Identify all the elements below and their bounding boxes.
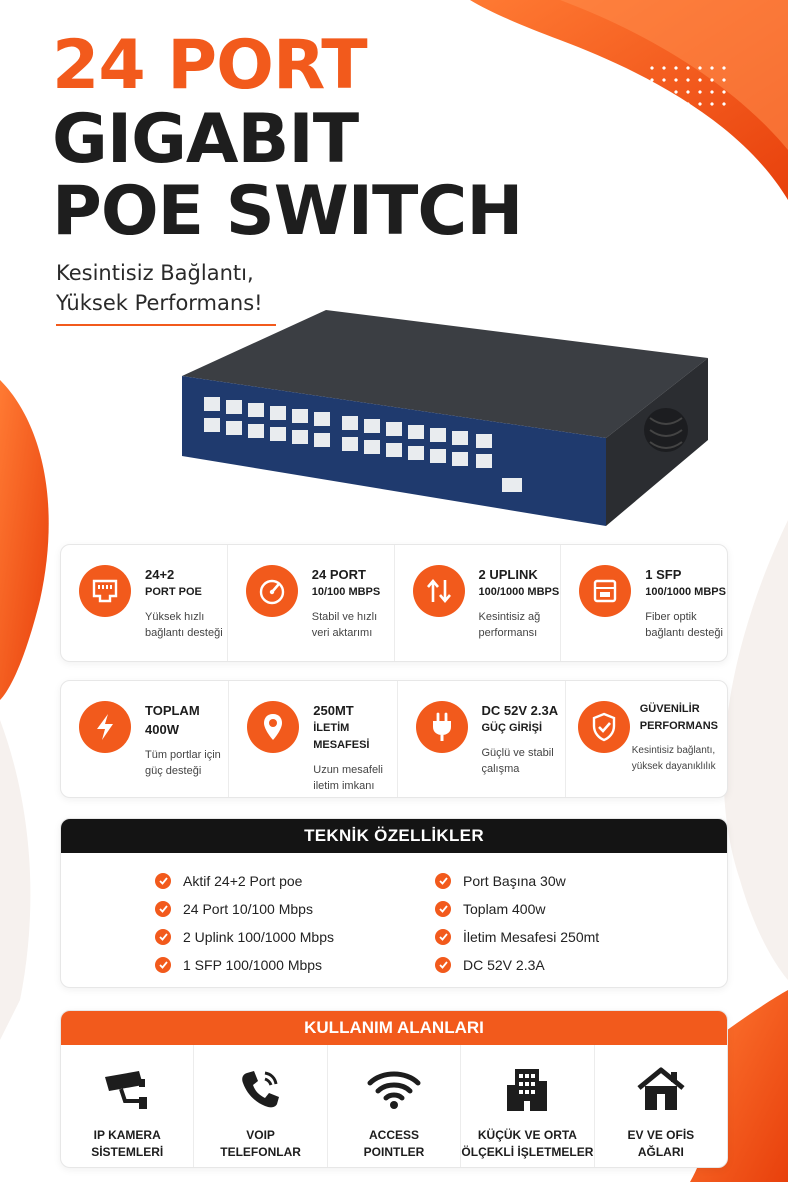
feature-title: 250MT — [313, 703, 354, 718]
feature-subtitle: 100/1000 MBPS — [645, 586, 726, 598]
usage-areas-header: KULLANIM ALANLARI — [61, 1011, 727, 1045]
check-icon — [155, 929, 171, 945]
feature-title: 24 PORT — [311, 567, 366, 582]
feature-subtitle: 400W — [145, 722, 179, 737]
dot-grid-decoration — [646, 62, 726, 110]
feature-subtitle: 100/1000 MBPS — [478, 586, 560, 598]
location-pin-icon — [247, 701, 300, 753]
title-line-3: POE SWITCH — [52, 172, 523, 251]
feature-reliability: GÜVENİLİR PERFORMANS Kesintisiz bağlantı… — [566, 681, 727, 797]
feature-title: 24+2 — [145, 567, 175, 582]
feature-title: 2 UPLINK — [478, 567, 538, 582]
feature-title: 1 SFP — [645, 567, 682, 582]
feature-title: TOPLAM — [145, 703, 200, 718]
spec-item: Port Başına 30w — [435, 867, 715, 895]
sfp-module-icon — [579, 565, 632, 617]
check-icon — [155, 957, 171, 973]
spec-item: 24 Port 10/100 Mbps — [155, 895, 435, 923]
subtitle-line-2: Yüksek Performans! — [56, 291, 263, 315]
technical-specs-panel: TEKNİK ÖZELLİKLER Aktif 24+2 Port poe 24… — [60, 818, 728, 988]
subtitle-underline — [56, 324, 276, 326]
house-icon — [635, 1063, 687, 1115]
phone-icon — [237, 1063, 285, 1115]
shield-check-icon — [577, 701, 630, 753]
spec-item: Aktif 24+2 Port poe — [155, 867, 435, 895]
check-icon — [435, 901, 451, 917]
feature-subtitle: PERFORMANS — [639, 720, 718, 732]
feature-subtitle: PORT POE — [145, 586, 202, 598]
check-icon — [155, 901, 171, 917]
security-camera-icon — [99, 1063, 155, 1115]
check-icon — [155, 873, 171, 889]
hero-title: 24 PORT GIGABIT POE SWITCH — [52, 26, 523, 251]
speedometer-icon — [245, 565, 298, 617]
feature-description: Kesintisiz bağlantı,yüksek dayanıklılık — [631, 745, 716, 772]
check-icon — [435, 929, 451, 945]
specs-left-column: Aktif 24+2 Port poe 24 Port 10/100 Mbps … — [155, 867, 435, 979]
office-building-icon — [505, 1063, 549, 1115]
specs-right-column: Port Başına 30w Toplam 400w İletim Mesaf… — [435, 867, 715, 979]
feature-subtitle: 10/100 MBPS — [311, 586, 381, 598]
wifi-icon — [366, 1063, 422, 1115]
uplink-arrows-icon — [412, 565, 465, 617]
feature-subtitle: GÜÇ GİRİŞİ — [481, 722, 543, 734]
spec-item: 1 SFP 100/1000 Mbps — [155, 951, 435, 979]
spec-item: 2 Uplink 100/1000 Mbps — [155, 923, 435, 951]
feature-subtitle: İLETİM MESAFESİ — [313, 722, 370, 751]
power-plug-icon — [415, 701, 468, 753]
title-line-2: GIGABIT — [52, 100, 359, 179]
lightning-bolt-icon — [79, 701, 131, 753]
spec-item: Toplam 400w — [435, 895, 715, 923]
spec-item: İletim Mesafesi 250mt — [435, 923, 715, 951]
subtitle-line-1: Kesintisiz Bağlantı, — [56, 261, 254, 285]
subtitle: Kesintisiz Bağlantı, Yüksek Performans! — [56, 258, 263, 318]
feature-title: DC 52V 2.3A — [481, 703, 559, 718]
poe-switch-product-image — [182, 310, 708, 526]
title-line-1: 24 PORT — [52, 26, 368, 105]
feature-title: GÜVENİLİR — [639, 703, 700, 715]
check-icon — [435, 957, 451, 973]
check-icon — [435, 873, 451, 889]
spec-item: DC 52V 2.3A — [435, 951, 715, 979]
tech-specs-header: TEKNİK ÖZELLİKLER — [61, 819, 727, 853]
ethernet-port-icon — [79, 565, 131, 617]
